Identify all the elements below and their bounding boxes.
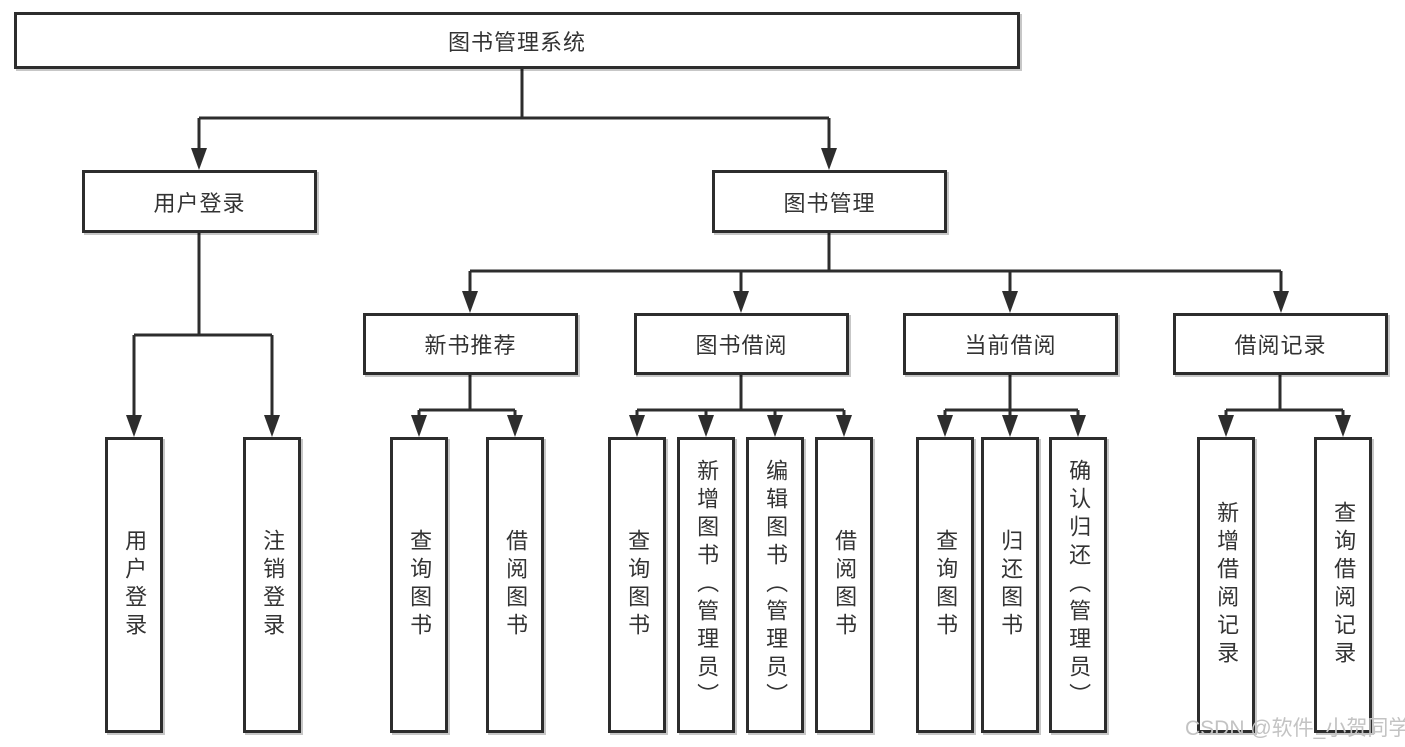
node-book-management: 图书管理 bbox=[712, 170, 947, 233]
node-borrow-records: 借阅记录 bbox=[1173, 313, 1388, 375]
tree-edges bbox=[132, 68, 1345, 418]
watermark: CSDN @软件_小贺同学 bbox=[1185, 717, 1405, 740]
leaf-newbook-borrow-book: 借阅图书 bbox=[486, 437, 544, 733]
node-new-book-recommend: 新书推荐 bbox=[363, 313, 578, 375]
leaf-borrow-edit-book-admin: 编辑图书（管理员） bbox=[746, 437, 804, 733]
leaf-logout: 注销登录 bbox=[243, 437, 301, 733]
node-root: 图书管理系统 bbox=[14, 12, 1020, 69]
leaf-borrow-borrow-book: 借阅图书 bbox=[815, 437, 873, 733]
leaf-borrow-query-book: 查询图书 bbox=[608, 437, 666, 733]
leaf-records-add-record: 新增借阅记录 bbox=[1197, 437, 1255, 733]
leaf-current-query-book: 查询图书 bbox=[916, 437, 974, 733]
leaf-borrow-add-book-admin: 新增图书（管理员） bbox=[677, 437, 735, 733]
leaf-current-return-book: 归还图书 bbox=[981, 437, 1039, 733]
leaf-newbook-query-book: 查询图书 bbox=[390, 437, 448, 733]
node-user-login: 用户登录 bbox=[82, 170, 317, 233]
node-book-borrow: 图书借阅 bbox=[634, 313, 849, 375]
node-current-borrow: 当前借阅 bbox=[903, 313, 1118, 375]
leaf-user-login: 用户登录 bbox=[105, 437, 163, 733]
leaf-records-query-record: 查询借阅记录 bbox=[1314, 437, 1372, 733]
leaf-current-confirm-return-admin: 确认归还（管理员） bbox=[1049, 437, 1107, 733]
